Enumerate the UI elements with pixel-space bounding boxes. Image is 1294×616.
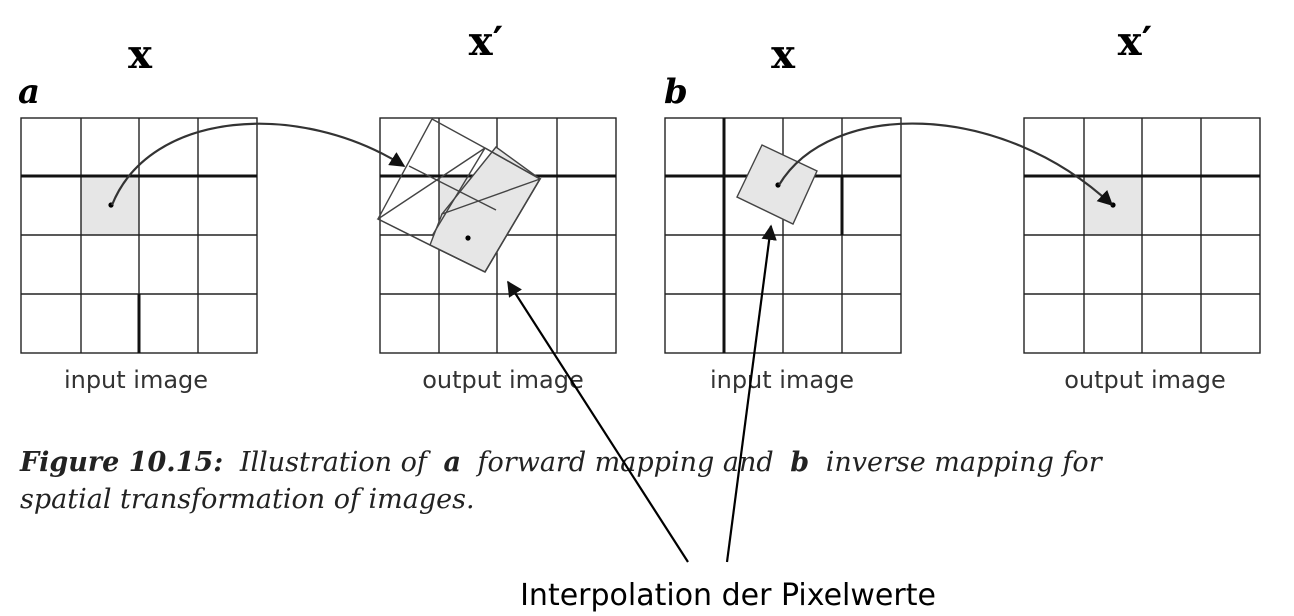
panel-a-output-grid — [376, 117, 617, 354]
panel-a-input-label: input image — [64, 366, 208, 394]
panel-b-letter: b — [664, 72, 688, 112]
panel-b-output-variable: x′ — [1118, 18, 1152, 65]
panel-b: b x x′ — [664, 18, 1261, 394]
panel-a-input-grid — [20, 117, 258, 354]
panel-b-input-grid — [664, 117, 902, 354]
figure-caption-line-1: Figure 10.15: Illustration of a forward … — [19, 447, 1104, 478]
annotation-label: Interpolation der Pixelwerte — [520, 578, 936, 613]
panel-b-input-variable: x — [771, 31, 796, 78]
panel-a-letter: a — [18, 72, 40, 112]
figure-caption-line-2: spatial transformation of images. — [20, 484, 475, 515]
forward-mapping-arrow — [110, 122, 406, 206]
annotation-pointer-right — [725, 224, 777, 563]
panel-a-output-label: output image — [422, 366, 584, 394]
figure-label: Figure 10.15: — [19, 447, 223, 478]
panel-b-output-grid — [1023, 117, 1261, 354]
panel-b-output-label: output image — [1064, 366, 1226, 394]
panel-a: a x x′ — [18, 18, 617, 394]
panel-a-output-variable: x′ — [469, 18, 503, 65]
inverse-mapping-arrow — [778, 122, 1114, 207]
panel-a-input-variable: x — [128, 31, 153, 78]
panel-b-input-label: input image — [710, 366, 854, 394]
annotation-pointer-left — [507, 280, 689, 563]
